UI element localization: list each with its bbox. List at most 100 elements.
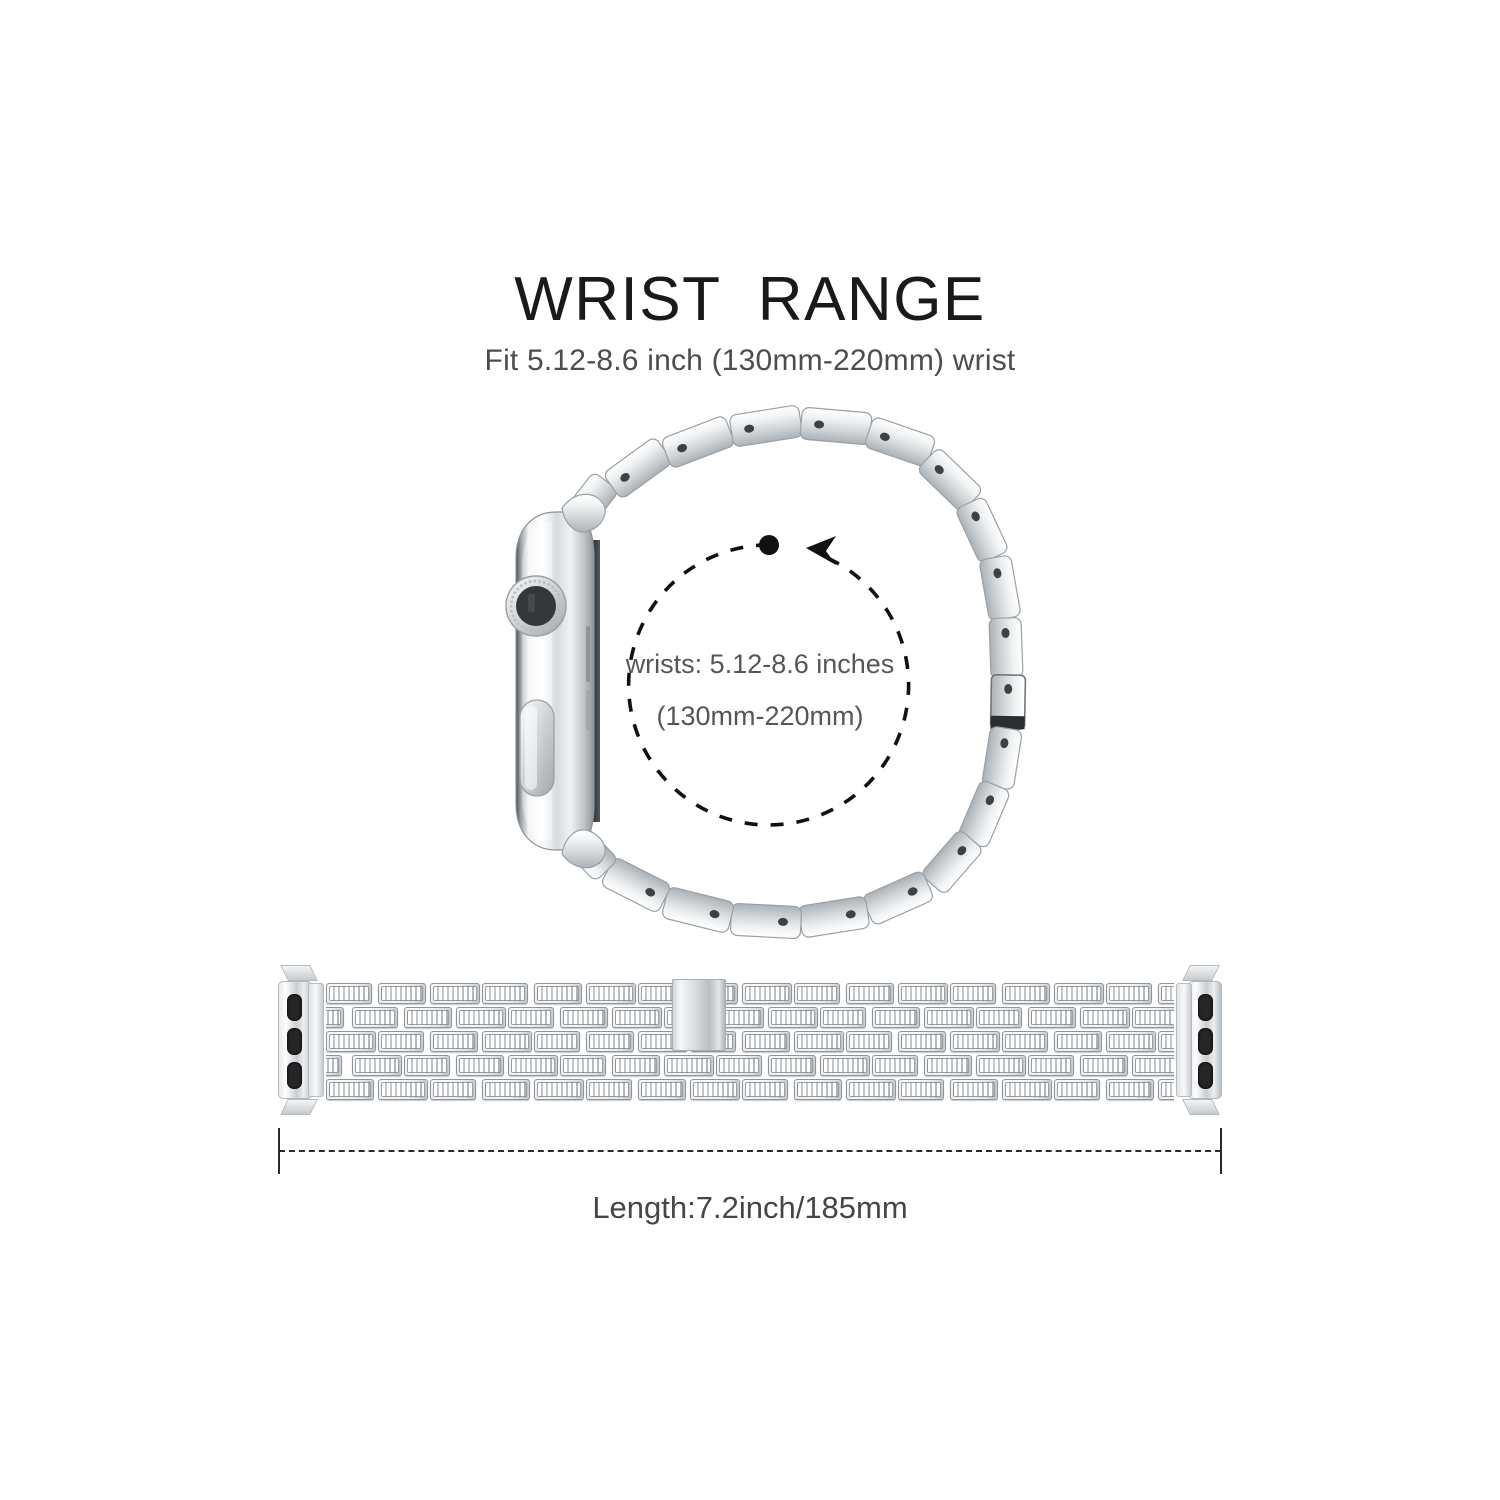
bracelet-link: [560, 1007, 608, 1028]
bracelet-link: [1028, 1007, 1076, 1028]
dimension-dashed-line: [279, 1150, 1221, 1152]
bracelet-link: [742, 983, 792, 1004]
bracelet-link: [716, 1055, 762, 1076]
bracelet-link: [950, 983, 996, 1004]
page-title: WRIST RANGE: [514, 265, 986, 334]
bracelet-link: [378, 1079, 428, 1100]
bracelet-link: [456, 1055, 504, 1076]
bracelet-link: [1002, 1031, 1048, 1052]
bracelet-link: [638, 1079, 686, 1100]
bracelet-link: [534, 983, 582, 1004]
bracelet-link: [924, 1007, 974, 1028]
lug-right-body: [1188, 981, 1222, 1099]
bracelet-link: [950, 1031, 1000, 1052]
bracelet-link: [1106, 1031, 1156, 1052]
lug-right: [1176, 965, 1222, 1115]
bracelet-link: [820, 1007, 866, 1028]
bracelet-link: [404, 1007, 452, 1028]
bracelet-link: [612, 1007, 662, 1028]
bracelet-link: [430, 983, 480, 1004]
length-dimension-line: [270, 1128, 1230, 1180]
bracelet-link: [846, 983, 894, 1004]
bracelet-link: [378, 983, 426, 1004]
lug-left-top-tip: [280, 965, 318, 981]
length-label: Length:7.2inch/185mm: [592, 1190, 908, 1225]
circle-start-dot: [759, 535, 779, 555]
bracelet-link: [1158, 1079, 1174, 1100]
bracelet-link: [976, 1055, 1026, 1076]
bracelet-link: [1132, 1055, 1174, 1076]
bracelet-link: [898, 1079, 944, 1100]
bracelet-link: [872, 1055, 918, 1076]
bracelet-link: [872, 1007, 920, 1028]
wrist-size-line-2: (130mm-220mm): [656, 701, 864, 731]
bracelet-link: [326, 1031, 376, 1052]
bracelet-link: [430, 1031, 478, 1052]
bracelet-link: [742, 1031, 790, 1052]
lug-slot: [287, 1062, 302, 1089]
wrist-size-dashed-circle: [626, 535, 911, 827]
bracelet-link: [1080, 1007, 1130, 1028]
page-subtitle: Fit 5.12-8.6 inch (130mm-220mm) wrist: [484, 344, 1016, 377]
bracelet-link: [768, 1007, 818, 1028]
bracelet-link: [1132, 1007, 1174, 1028]
bracelet-link: [378, 1031, 424, 1052]
bracelet-link: [326, 983, 372, 1004]
bracelet-link: [560, 1055, 606, 1076]
bracelet-link: [742, 1079, 788, 1100]
bracelet-row: [326, 1030, 1174, 1054]
dimension-cap-right: [1220, 1128, 1222, 1174]
lug-slot: [1198, 1062, 1213, 1089]
bracelet-flat-view: [270, 955, 1230, 1125]
bracelet-link: [1054, 1031, 1102, 1052]
bracelet-link: [1106, 983, 1152, 1004]
watch-case-side-profile: [505, 493, 606, 869]
bracelet-link: [612, 1055, 660, 1076]
bracelet-row: [326, 1006, 1174, 1030]
bracelet-link: [794, 1079, 842, 1100]
lug-left-body: [278, 981, 312, 1099]
lug-right-plate: [1176, 983, 1192, 1097]
rotation-arrowhead-icon: [806, 536, 836, 565]
bracelet-link: [326, 1007, 344, 1028]
bracelet-link: [664, 1055, 714, 1076]
digital-crown-icon: [505, 575, 567, 637]
bracelet-link: [482, 1079, 530, 1100]
bracelet-link: [352, 1055, 402, 1076]
bracelet-row: [326, 982, 1174, 1006]
bracelet-link: [482, 1031, 532, 1052]
bracelet-link: [1002, 1079, 1052, 1100]
bracelet-link: [326, 1055, 342, 1076]
lug-right-bottom-tip: [1182, 1099, 1220, 1115]
bracelet-link: [508, 1007, 554, 1028]
lug-slot: [1198, 994, 1213, 1021]
bracelet-link: [690, 1079, 740, 1100]
watch-on-wrist-illustration: [505, 405, 1027, 940]
lug-slot: [287, 1028, 302, 1055]
lug-slot: [287, 994, 302, 1021]
side-button-icon: [519, 699, 555, 797]
wrist-size-label: wrists: 5.12-8.6 inches (130mm-220mm): [600, 638, 920, 742]
bracelet-link: [326, 1079, 374, 1100]
lug-slot: [1198, 1028, 1213, 1055]
rhinestone-bracelet: [326, 982, 1174, 1102]
bracelet-link: [794, 983, 840, 1004]
bracelet-link: [352, 1007, 398, 1028]
lug-left: [278, 965, 324, 1115]
bracelet-link: [1054, 1079, 1100, 1100]
bracelet-link: [898, 1031, 946, 1052]
bracelet-link: [456, 1007, 506, 1028]
wrist-range-diagram: wrists: 5.12-8.6 inches (130mm-220mm): [470, 390, 1050, 970]
bracelet-link: [794, 1031, 844, 1052]
bracelet-link: [950, 1079, 998, 1100]
bracelet-link: [924, 1055, 972, 1076]
bracelet-link: [716, 1007, 764, 1028]
bracelet-link: [898, 983, 948, 1004]
bracelet-link: [508, 1055, 558, 1076]
bracelet-link: [534, 1031, 580, 1052]
bracelet-link: [1028, 1055, 1074, 1076]
bracelet-link: [586, 1031, 634, 1052]
bracelet-link: [534, 1079, 584, 1100]
bracelet-link: [846, 1031, 892, 1052]
bracelet-link: [430, 1079, 476, 1100]
